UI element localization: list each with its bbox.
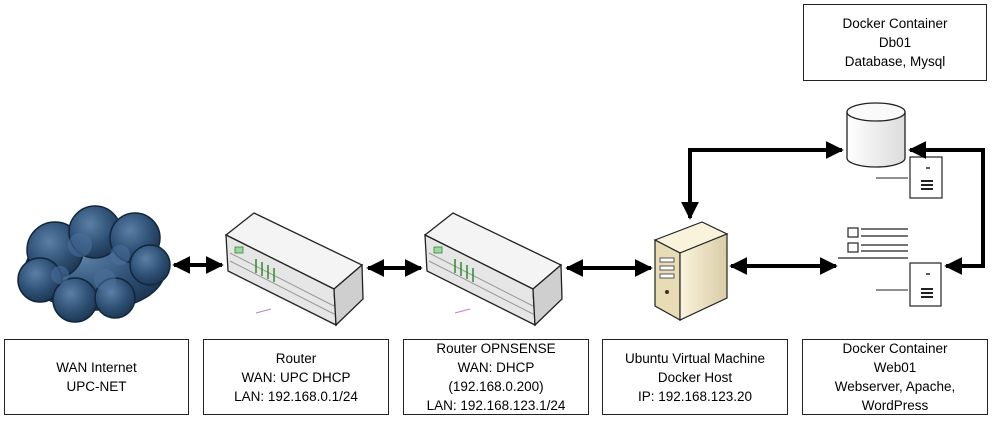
- label-box-router: Router WAN: UPC DHCP LAN: 192.168.0.1/24: [203, 339, 389, 415]
- opnsense-label-line-4: LAN: 192.168.123.1/24: [426, 398, 566, 413]
- router-label-line-2: WAN: UPC DHCP: [241, 369, 351, 385]
- web01-label-line-3: Webserver, Apache,: [834, 379, 956, 394]
- server-tower-icon: [653, 221, 729, 322]
- ubuntu-label-line-1: Ubuntu Virtual Machine: [624, 350, 766, 366]
- label-box-ubuntu: Ubuntu Virtual Machine Docker Host IP: 1…: [602, 339, 788, 415]
- wan-label-line-1: WAN Internet: [56, 360, 137, 375]
- opnsense-label-line-1: Router OPNSENSE: [436, 341, 556, 356]
- connector-db01-web01: [908, 141, 985, 275]
- connector-ubuntu-db01: [681, 141, 844, 220]
- opnsense-label-line-2: WAN: DHCP: [457, 360, 535, 375]
- label-box-web01: Docker Container Web01 Webserver, Apache…: [802, 339, 988, 415]
- webserver-icon: [838, 227, 942, 307]
- label-box-db01: Docker Container Db01 Database, Mysql: [803, 4, 987, 81]
- ubuntu-label-line-3: IP: 192.168.123.20: [637, 388, 753, 404]
- router-label-line-1: Router: [275, 350, 317, 366]
- label-box-wan: WAN Internet UPC-NET: [4, 339, 189, 415]
- label-box-opnsense: Router OPNSENSE WAN: DHCP (192.168.0.200…: [403, 339, 589, 415]
- router-icon: [423, 212, 563, 327]
- router-label-line-3: LAN: 192.168.0.1/24: [234, 388, 358, 404]
- db01-label-line-1: Docker Container: [842, 16, 948, 31]
- db01-label-line-2: Db01: [878, 35, 912, 50]
- web01-label-line-4: WordPress: [861, 398, 929, 413]
- web01-label-line-1: Docker Container: [842, 341, 948, 356]
- router-icon: [224, 212, 364, 327]
- cloud-icon: [17, 205, 171, 323]
- opnsense-label-line-3: (192.168.0.200): [448, 379, 544, 394]
- web01-label-line-2: Web01: [873, 360, 917, 375]
- wan-label-line-2: UPC-NET: [66, 379, 127, 394]
- ubuntu-label-line-2: Docker Host: [657, 369, 733, 385]
- db01-label-line-3: Database, Mysql: [844, 54, 946, 69]
